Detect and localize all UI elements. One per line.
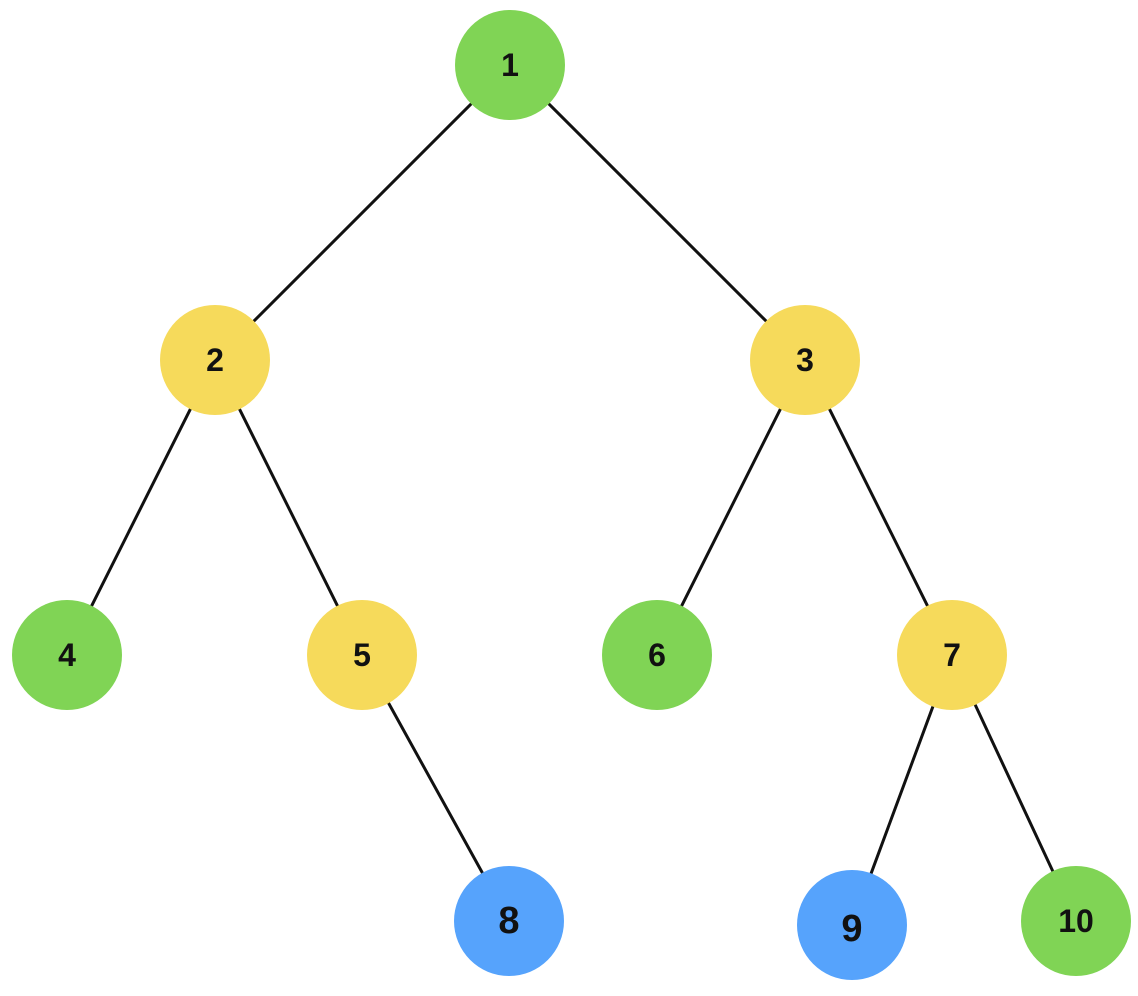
node-label: 7	[943, 637, 961, 673]
node-label: 8	[498, 900, 519, 942]
edge-3-6	[680, 407, 782, 608]
node-label: 2	[206, 342, 224, 378]
edge-1-3	[547, 102, 768, 323]
node-circle	[455, 10, 565, 120]
node-label: 9	[841, 908, 862, 950]
edge-7-10	[973, 703, 1055, 873]
node-circle	[307, 600, 417, 710]
node-circle	[797, 870, 907, 980]
node-circle	[750, 305, 860, 415]
tree-node-2: 2	[160, 305, 270, 415]
edge-2-4	[90, 407, 192, 608]
node-label: 3	[796, 342, 814, 378]
node-label: 4	[58, 637, 76, 673]
node-circle	[12, 600, 122, 710]
edge-2-5	[238, 407, 339, 608]
tree-edges	[90, 102, 1055, 875]
node-circle	[602, 600, 712, 710]
tree-node-3: 3	[750, 305, 860, 415]
tree-node-1: 1	[455, 10, 565, 120]
tree-nodes: 1 2 3 4 5 6 7 8 9 10	[12, 10, 1131, 980]
tree-node-7: 7	[897, 600, 1007, 710]
node-circle	[160, 305, 270, 415]
edge-7-9	[869, 705, 935, 875]
node-circle	[1021, 866, 1131, 976]
node-label: 6	[648, 637, 666, 673]
node-label: 10	[1058, 903, 1094, 939]
tree-node-8: 8	[454, 866, 564, 976]
node-label: 5	[353, 637, 371, 673]
tree-node-10: 10	[1021, 866, 1131, 976]
edge-1-2	[252, 102, 473, 323]
tree-node-4: 4	[12, 600, 122, 710]
tree-node-6: 6	[602, 600, 712, 710]
node-circle	[897, 600, 1007, 710]
edge-5-8	[387, 701, 484, 875]
tree-node-5: 5	[307, 600, 417, 710]
edge-3-7	[828, 407, 929, 608]
tree-node-9: 9	[797, 870, 907, 980]
node-label: 1	[501, 47, 519, 83]
node-circle	[454, 866, 564, 976]
